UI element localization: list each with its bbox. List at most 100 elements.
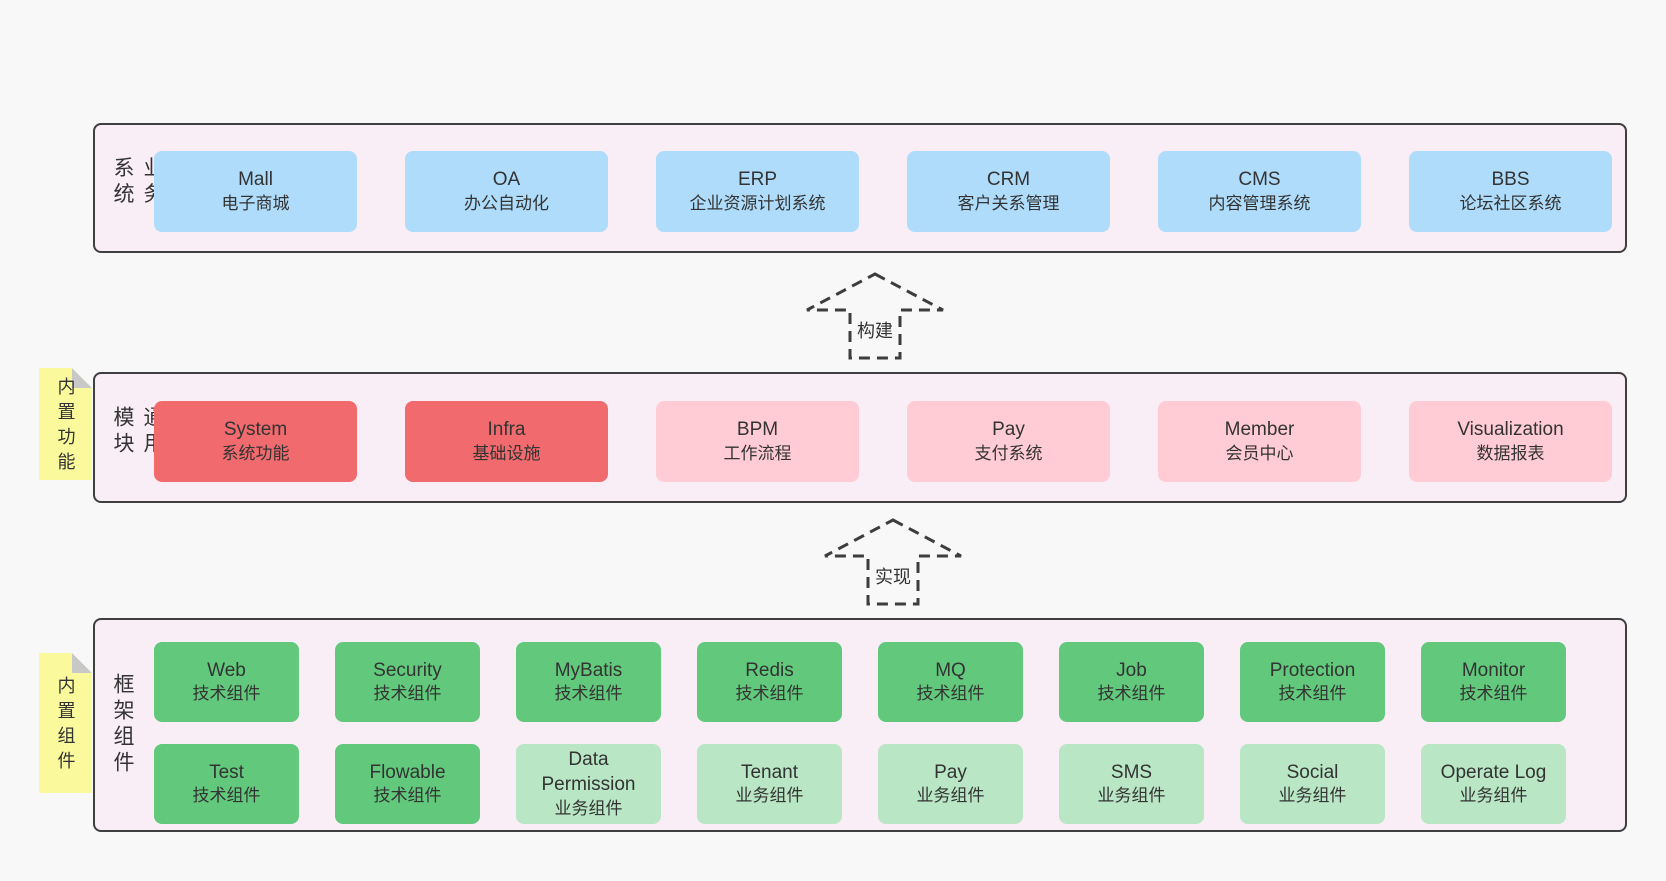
- build-arrow-icon: 构建: [805, 272, 945, 360]
- node-subtitle: 工作流程: [723, 443, 792, 463]
- node-title: System: [223, 419, 288, 441]
- node-mq: MQ 技术组件: [878, 642, 1023, 722]
- node-title: CMS: [1238, 169, 1281, 191]
- node-title: Web: [207, 659, 246, 681]
- node-redis: Redis 技术组件: [697, 642, 842, 722]
- node-title: Data Permission: [541, 749, 636, 795]
- node-tenant: Tenant 业务组件: [697, 744, 842, 824]
- node-subtitle: 业务组件: [1459, 786, 1528, 806]
- node-title: Member: [1224, 419, 1295, 441]
- node-subtitle: 技术组件: [1459, 684, 1528, 704]
- node-subtitle: 技术组件: [192, 684, 261, 704]
- node-subtitle: 数据报表: [1476, 443, 1545, 463]
- node-subtitle: 技术组件: [373, 684, 442, 704]
- node-mybatis: MyBatis 技术组件: [516, 642, 661, 722]
- node-subtitle: 客户关系管理: [957, 193, 1060, 213]
- arrow-label: 构建: [854, 316, 896, 344]
- node-title: BPM: [736, 419, 779, 441]
- sticky-note-label: 内置组件: [55, 676, 76, 776]
- node-title: Job: [1116, 659, 1147, 681]
- node-subtitle: 技术组件: [916, 684, 985, 704]
- node-subtitle: 技术组件: [192, 786, 261, 806]
- node-title: Mall: [238, 169, 273, 191]
- node-protection: Protection 技术组件: [1240, 642, 1385, 722]
- node-monitor: Monitor 技术组件: [1421, 642, 1566, 722]
- node-security: Security 技术组件: [335, 642, 480, 722]
- node-web: Web 技术组件: [154, 642, 299, 722]
- node-title: OA: [492, 169, 521, 191]
- node-subtitle: 企业资源计划系统: [689, 193, 826, 213]
- node-test: Test 技术组件: [154, 744, 299, 824]
- node-subtitle: 业务组件: [916, 786, 985, 806]
- node-subtitle: 技术组件: [735, 684, 804, 704]
- node-title: Tenant: [740, 761, 799, 783]
- node-sms: SMS 业务组件: [1059, 744, 1204, 824]
- node-subtitle: 业务组件: [554, 798, 623, 818]
- node-title: Pay: [934, 761, 967, 783]
- node-title: ERP: [737, 169, 778, 191]
- node-pay: Pay 业务组件: [878, 744, 1023, 824]
- node-subtitle: 电子商城: [221, 193, 290, 213]
- node-social: Social 业务组件: [1240, 744, 1385, 824]
- node-title: Flowable: [369, 761, 446, 783]
- node-subtitle: 内容管理系统: [1208, 193, 1311, 213]
- arrow-label: 实现: [872, 562, 914, 590]
- sticky-note-built-in-components: 内置组件: [39, 653, 92, 793]
- implement-arrow-icon: 实现: [823, 518, 963, 606]
- node-operate-log: Operate Log 业务组件: [1421, 744, 1566, 824]
- node-title: Test: [209, 761, 244, 783]
- sticky-note-label: 内置功能: [55, 377, 76, 477]
- node-title: Security: [373, 659, 442, 681]
- node-title: BBS: [1491, 169, 1530, 191]
- node-subtitle: 基础设施: [472, 443, 541, 463]
- node-job: Job 技术组件: [1059, 642, 1204, 722]
- node-subtitle: 办公自动化: [464, 193, 549, 213]
- node-title: Social: [1286, 761, 1339, 783]
- node-subtitle: 论坛社区系统: [1459, 193, 1562, 213]
- node-title: MQ: [935, 659, 966, 681]
- node-subtitle: 业务组件: [1278, 786, 1347, 806]
- node-subtitle: 业务组件: [735, 786, 804, 806]
- node-title: Pay: [992, 419, 1025, 441]
- node-subtitle: 技术组件: [554, 684, 623, 704]
- node-title: Visualization: [1457, 419, 1564, 441]
- node-title: SMS: [1110, 761, 1153, 783]
- node-data-permission: Data Permission 业务组件: [516, 744, 661, 824]
- node-subtitle: 技术组件: [1097, 684, 1166, 704]
- node-title: Redis: [745, 659, 794, 681]
- node-flowable: Flowable 技术组件: [335, 744, 480, 824]
- node-subtitle: 业务组件: [1097, 786, 1166, 806]
- node-title: MyBatis: [554, 659, 623, 681]
- node-title: Monitor: [1461, 659, 1526, 681]
- sticky-note-built-in-features: 内置功能: [39, 368, 92, 480]
- node-title: Infra: [487, 419, 526, 441]
- node-title: Operate Log: [1440, 761, 1547, 783]
- node-title: Protection: [1269, 659, 1356, 681]
- node-subtitle: 技术组件: [1278, 684, 1347, 704]
- node-title: CRM: [986, 169, 1031, 191]
- layer-label: 框架组件: [111, 673, 134, 777]
- node-subtitle: 技术组件: [373, 786, 442, 806]
- node-subtitle: 会员中心: [1225, 443, 1294, 463]
- node-subtitle: 系统功能: [221, 443, 290, 463]
